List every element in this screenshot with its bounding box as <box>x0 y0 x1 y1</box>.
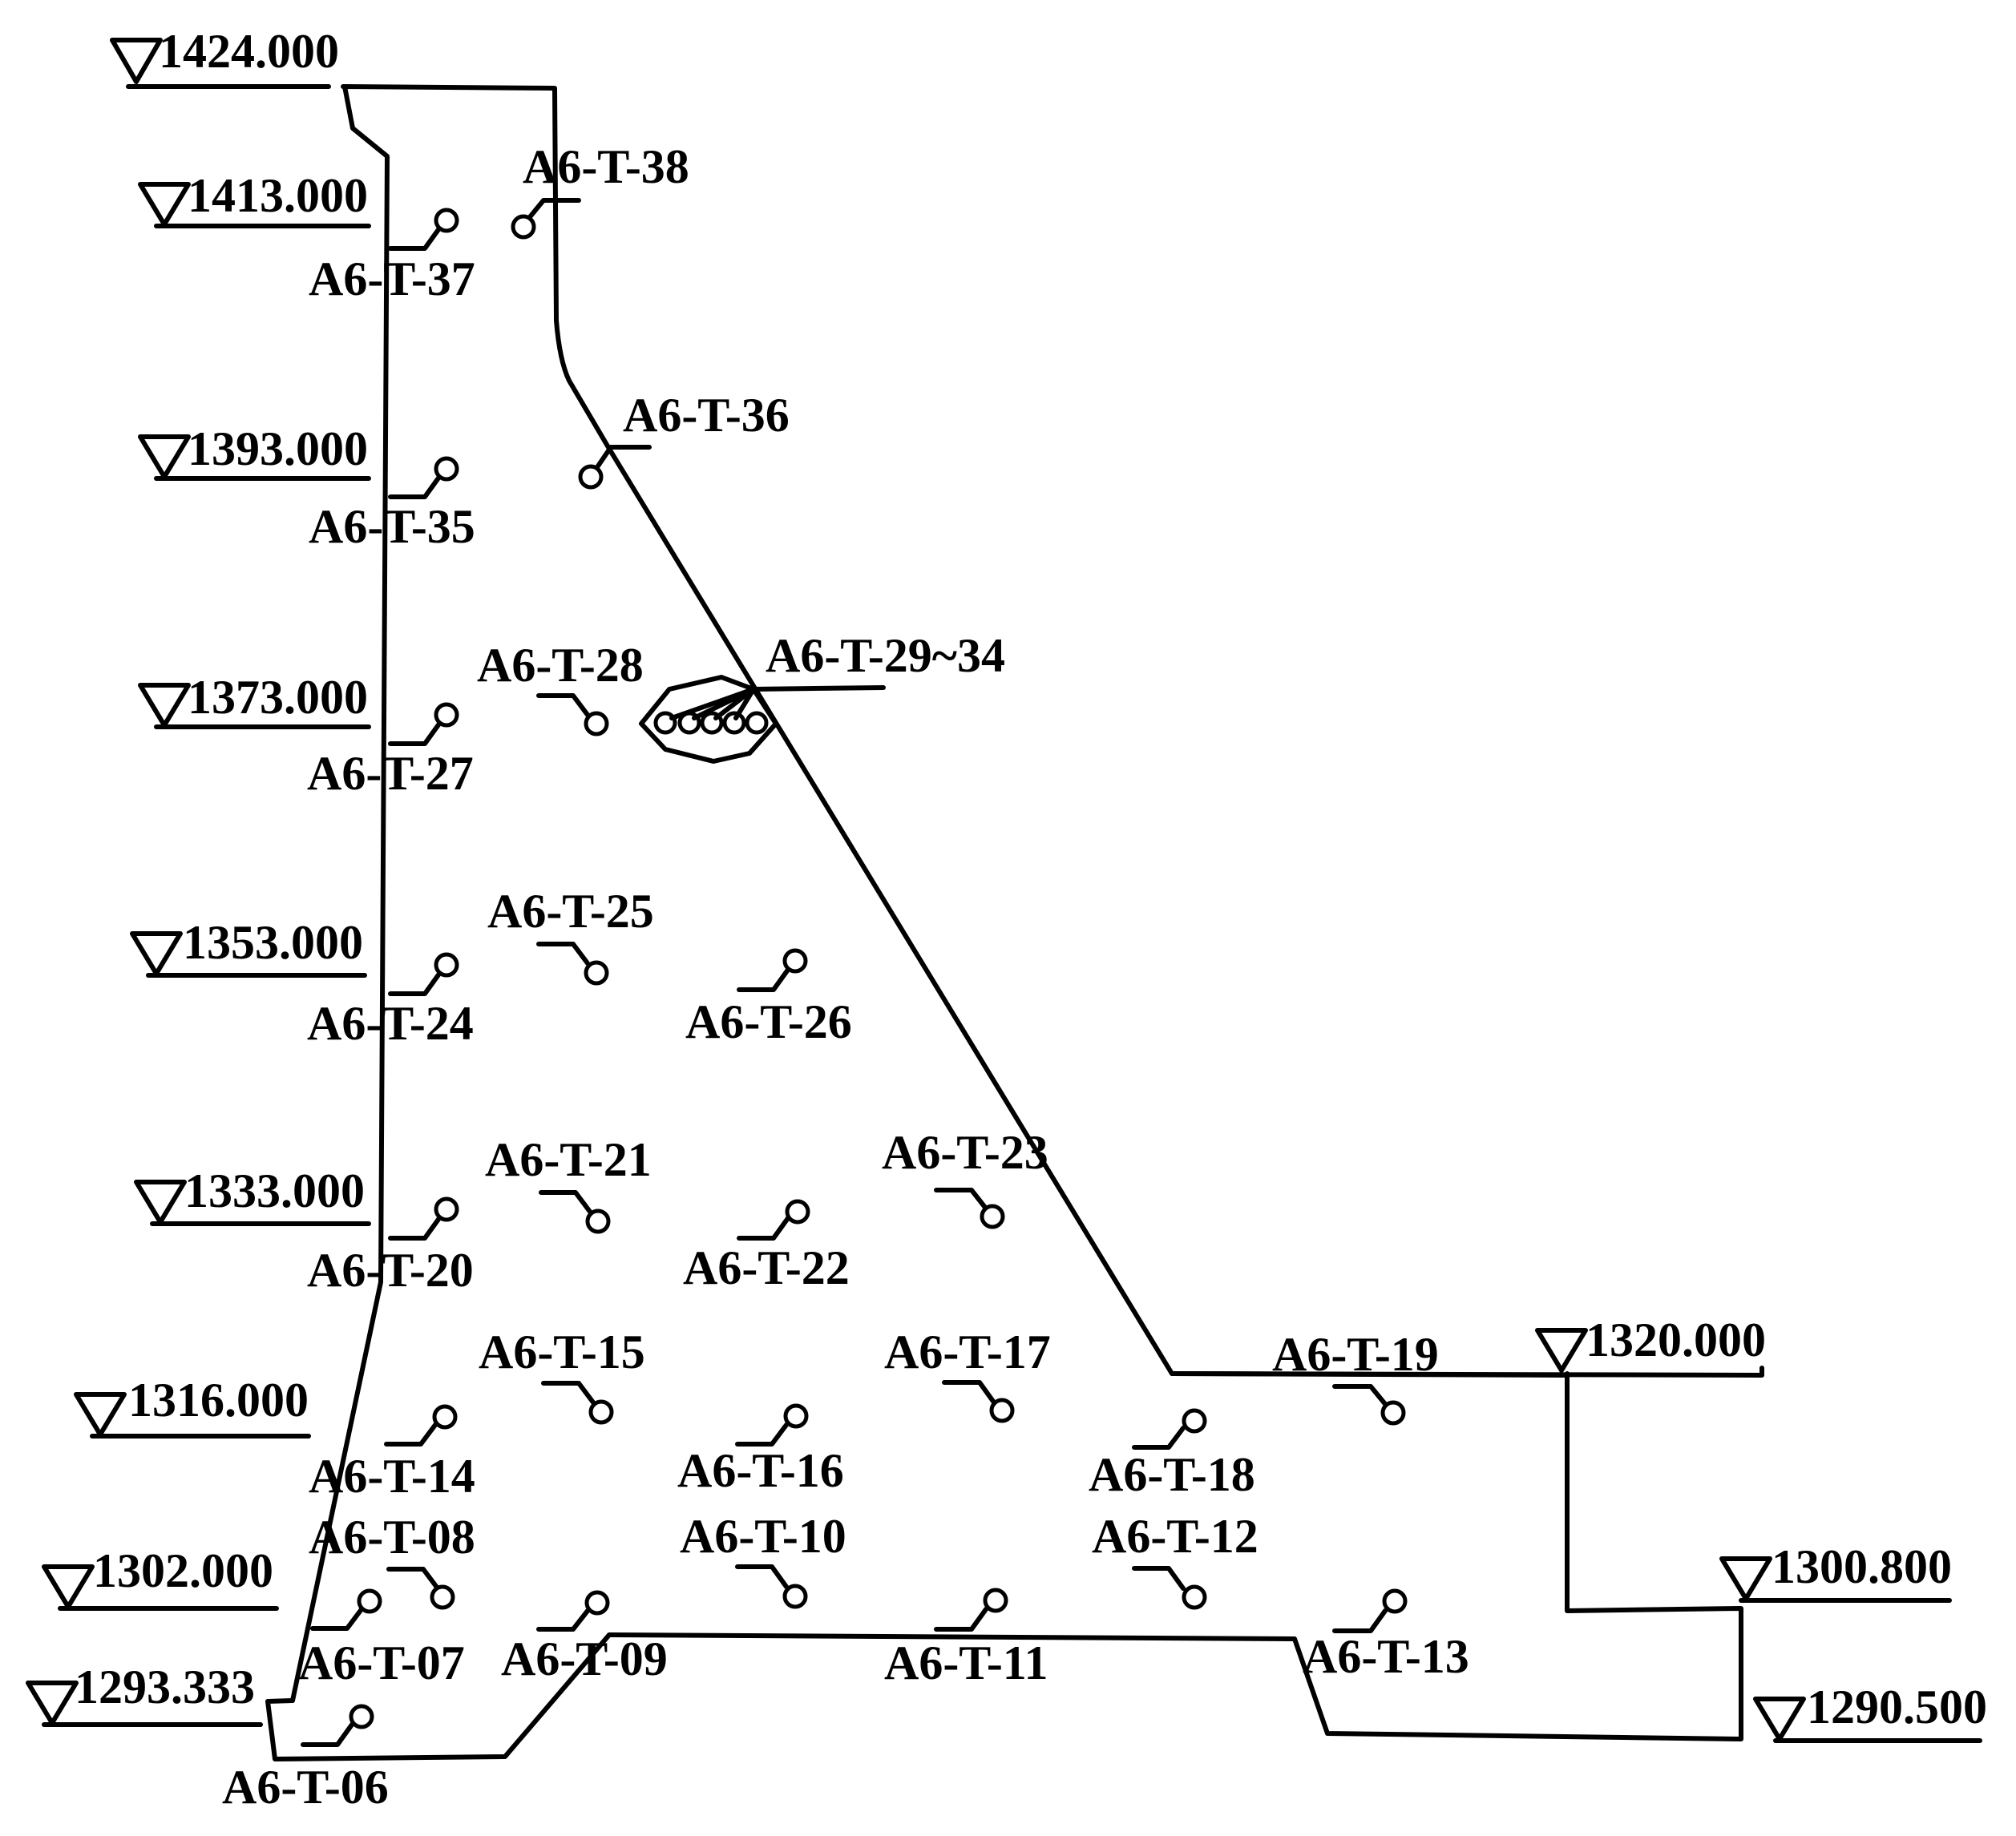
sensor-label: A6-T-38 <box>523 140 689 193</box>
sensor-a6-t-25: A6-T-25 <box>487 885 654 986</box>
dam-outline <box>265 84 1764 1761</box>
sensor-label: A6-T-19 <box>1272 1328 1439 1381</box>
sensor-label: A6-T-35 <box>309 500 475 553</box>
sensor-a6-t-06: A6-T-06 <box>222 1704 389 1814</box>
sensor-label: A6-T-37 <box>309 252 475 305</box>
sensor-label: A6-T-25 <box>487 885 654 938</box>
elevation-marker-1316: 1316.000 <box>74 1374 311 1439</box>
elevation-label: 1413.000 <box>188 169 368 222</box>
sensor-a6-t-29-34: A6-T-29~34 <box>639 629 1005 764</box>
sensor-label: A6-T-08 <box>309 1511 475 1564</box>
sensor-a6-t-38: A6-T-38 <box>511 140 689 240</box>
sensor-label: A6-T-23 <box>882 1126 1048 1179</box>
sensor-a6-t-10: A6-T-10 <box>680 1510 846 1609</box>
elevation-marker-1333: 1333.000 <box>134 1164 371 1226</box>
sensor-a6-t-11: A6-T-11 <box>884 1588 1048 1689</box>
sensor-a6-t-37: A6-T-37 <box>309 208 475 305</box>
sensor-a6-t-08: A6-T-08 <box>309 1511 475 1610</box>
sensor-label: A6-T-16 <box>677 1444 844 1497</box>
elevation-marker-1373: 1373.000 <box>138 671 371 729</box>
sensor-label: A6-T-07 <box>298 1636 465 1689</box>
elevation-label: 1373.000 <box>188 671 368 724</box>
elevation-marker-1353: 1353.000 <box>130 916 367 978</box>
sensor-a6-t-28: A6-T-28 <box>477 639 644 736</box>
sensor-a6-t-19: A6-T-19 <box>1272 1328 1439 1426</box>
sensor-label: A6-T-28 <box>477 639 644 692</box>
elevation-label: 1300.800 <box>1772 1540 1952 1593</box>
elevation-label: 1320.000 <box>1586 1313 1766 1366</box>
sensor-a6-t-24: A6-T-24 <box>307 952 474 1050</box>
sensor-a6-t-27: A6-T-27 <box>307 702 474 800</box>
elevation-marker-1393: 1393.000 <box>138 422 371 481</box>
sensor-a6-t-12: A6-T-12 <box>1092 1510 1258 1610</box>
sensor-label: A6-T-24 <box>307 997 474 1050</box>
elevation-marker-1413: 1413.000 <box>138 169 371 228</box>
elevation-marker-1300: 1300.800 <box>1719 1540 1952 1603</box>
sensor-a6-t-07: A6-T-07 <box>298 1588 465 1689</box>
sensor-label: A6-T-09 <box>501 1632 668 1685</box>
sensor-label: A6-T-29~34 <box>766 629 1005 682</box>
sensor-a6-t-23: A6-T-23 <box>882 1126 1048 1229</box>
sensor-label: A6-T-27 <box>307 747 474 800</box>
sensor-label: A6-T-22 <box>683 1241 850 1294</box>
sensor-label: A6-T-06 <box>222 1761 389 1814</box>
downstream-berm <box>1170 1371 1570 1378</box>
sensor-label: A6-T-10 <box>680 1510 846 1563</box>
sensor-label: A6-T-36 <box>623 389 790 442</box>
sensor-a6-t-20: A6-T-20 <box>307 1196 474 1297</box>
sensor-label: A6-T-11 <box>884 1636 1048 1689</box>
sensor-label: A6-T-26 <box>685 995 852 1048</box>
sensor-label: A6-T-18 <box>1089 1448 1255 1501</box>
sensor-a6-t-13: A6-T-13 <box>1303 1588 1469 1683</box>
sensor-a6-t-18: A6-T-18 <box>1089 1408 1255 1501</box>
sensor-a6-t-15: A6-T-15 <box>479 1326 645 1425</box>
elevation-label: 1293.333 <box>75 1660 255 1713</box>
sensor-a6-t-09: A6-T-09 <box>501 1590 668 1685</box>
elevation-label: 1290.500 <box>1807 1681 1987 1733</box>
elevation-marker-1290: 1290.500 <box>1753 1681 1987 1743</box>
sensor-label: A6-T-14 <box>309 1450 475 1503</box>
elevation-marker-1424: 1424.000 <box>110 25 339 89</box>
elevation-marker-1302: 1302.000 <box>42 1544 279 1611</box>
elevation-label: 1333.000 <box>184 1164 365 1217</box>
elevation-label: 1316.000 <box>128 1374 309 1426</box>
sensor-a6-t-22: A6-T-22 <box>683 1199 850 1294</box>
sensor-label: A6-T-13 <box>1303 1630 1469 1683</box>
elevation-label: 1393.000 <box>188 422 368 475</box>
elevation-marker-1320: 1320.000 <box>1535 1313 1766 1373</box>
sensor-a6-t-16: A6-T-16 <box>677 1403 844 1497</box>
sensor-label: A6-T-12 <box>1092 1510 1258 1563</box>
elevation-marker-1293: 1293.333 <box>26 1660 263 1727</box>
sensor-label: A6-T-17 <box>884 1326 1051 1378</box>
elevation-label: 1353.000 <box>183 916 363 969</box>
sensor-label: A6-T-15 <box>479 1326 645 1378</box>
sensor-a6-t-26: A6-T-26 <box>685 948 852 1048</box>
elevation-label: 1424.000 <box>159 25 339 78</box>
sensor-a6-t-21: A6-T-21 <box>485 1133 652 1234</box>
sensor-a6-t-36: A6-T-36 <box>578 389 790 490</box>
sensor-a6-t-35: A6-T-35 <box>309 456 475 553</box>
elevation-label: 1302.000 <box>93 1544 273 1597</box>
sensor-a6-t-14: A6-T-14 <box>309 1404 475 1503</box>
sensor-label: A6-T-21 <box>485 1133 652 1186</box>
sensor-a6-t-17: A6-T-17 <box>884 1326 1051 1423</box>
sensor-label: A6-T-20 <box>307 1244 474 1297</box>
